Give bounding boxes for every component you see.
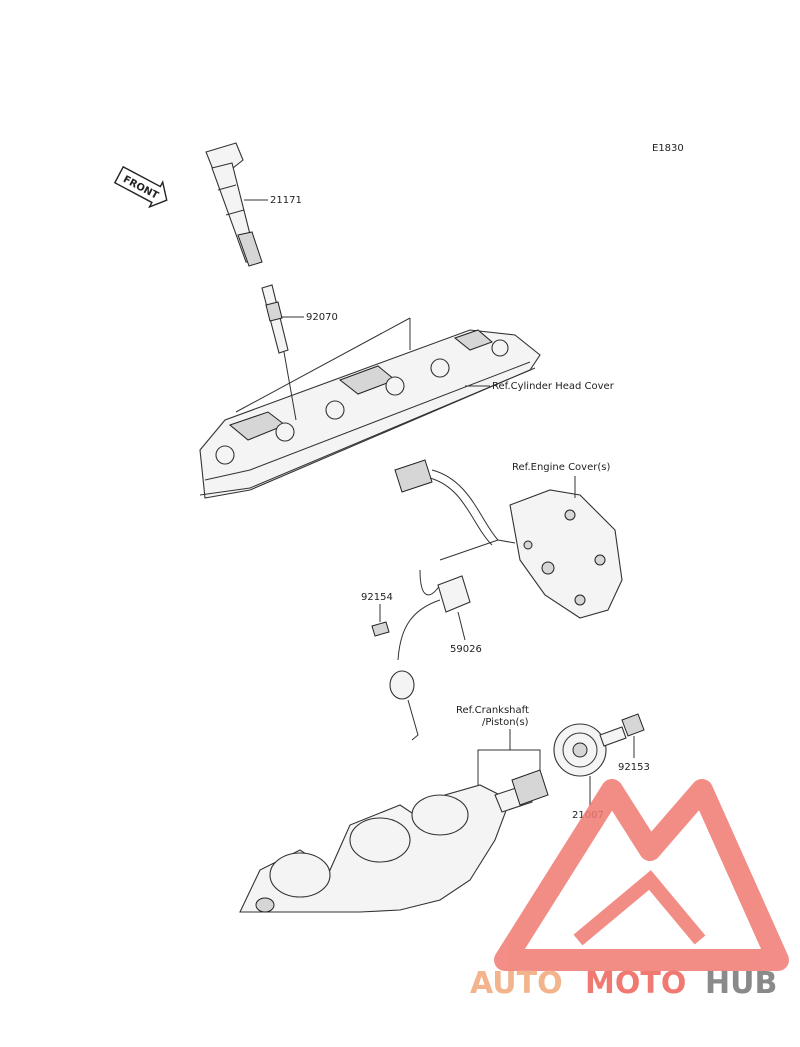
cylinder-head-cover <box>199 317 541 499</box>
watermark-logo-icon <box>494 779 789 971</box>
spark-plug <box>261 284 289 354</box>
crank-sensor <box>437 561 555 613</box>
ref-engine-cover: Ref.Engine Cover(s) <box>512 462 610 473</box>
crankshaft <box>239 769 549 913</box>
front-arrow-icon: FRONT <box>113 165 168 209</box>
part-number-92070: 92070 <box>306 312 338 323</box>
bolt-92154 <box>371 621 390 637</box>
part-number-21171: 21171 <box>270 195 302 206</box>
part-number-92153: 92153 <box>618 762 650 773</box>
part-number-59026: 59026 <box>450 644 482 655</box>
watermark-hub: HUB <box>705 966 777 1001</box>
ref-piston: /Piston(s) <box>482 717 529 728</box>
watermark-text: AUTO MOTO HUB <box>470 966 777 1001</box>
watermark-auto: AUTO <box>470 966 563 1001</box>
ref-crankshaft: Ref.Crankshaft <box>456 705 529 716</box>
leader-92070-to-cover <box>283 351 297 421</box>
part-number-92154: 92154 <box>361 592 393 603</box>
ignition-coil <box>205 142 263 267</box>
leader-59026 <box>457 611 466 641</box>
watermark-moto: MOTO <box>585 966 686 1001</box>
timing-rotor <box>553 723 607 777</box>
bolt-92153 <box>599 713 645 747</box>
wire-harness <box>389 459 516 741</box>
leader-crankshaft <box>477 729 541 790</box>
ref-cylinder-head-cover: Ref.Cylinder Head Cover <box>492 381 615 392</box>
diagram-code: E1830 <box>652 143 684 154</box>
engine-cover <box>509 489 623 619</box>
